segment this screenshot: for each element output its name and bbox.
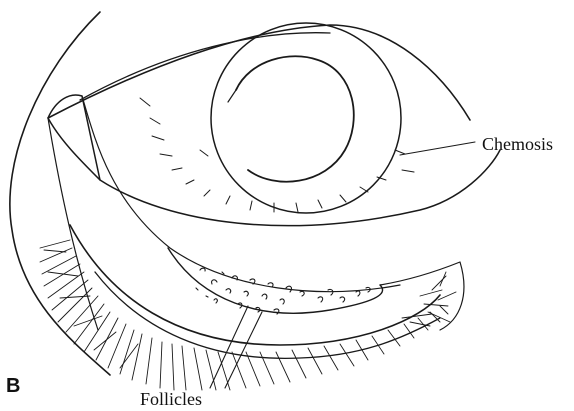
- upper-lid-crease: [80, 33, 330, 100]
- upper-eyelid: [48, 25, 470, 120]
- chemosis-leader: [400, 142, 475, 155]
- iris-pupil: [236, 56, 354, 181]
- pupil-edge: [228, 88, 237, 102]
- follicles-leader-1: [210, 306, 248, 388]
- lower-lid-inner: [168, 248, 383, 313]
- panel-label: B: [6, 375, 20, 397]
- chemosis-label: Chemosis: [482, 134, 553, 154]
- face-contour-inner: [48, 118, 98, 330]
- follicles-label: Follicles: [140, 389, 202, 409]
- inner-canthus: [48, 95, 100, 180]
- lower-lid-skin: [380, 262, 464, 330]
- chemosis-bulge: [100, 150, 500, 226]
- cornea: [211, 23, 401, 213]
- conjunctival-vessels: [140, 98, 414, 212]
